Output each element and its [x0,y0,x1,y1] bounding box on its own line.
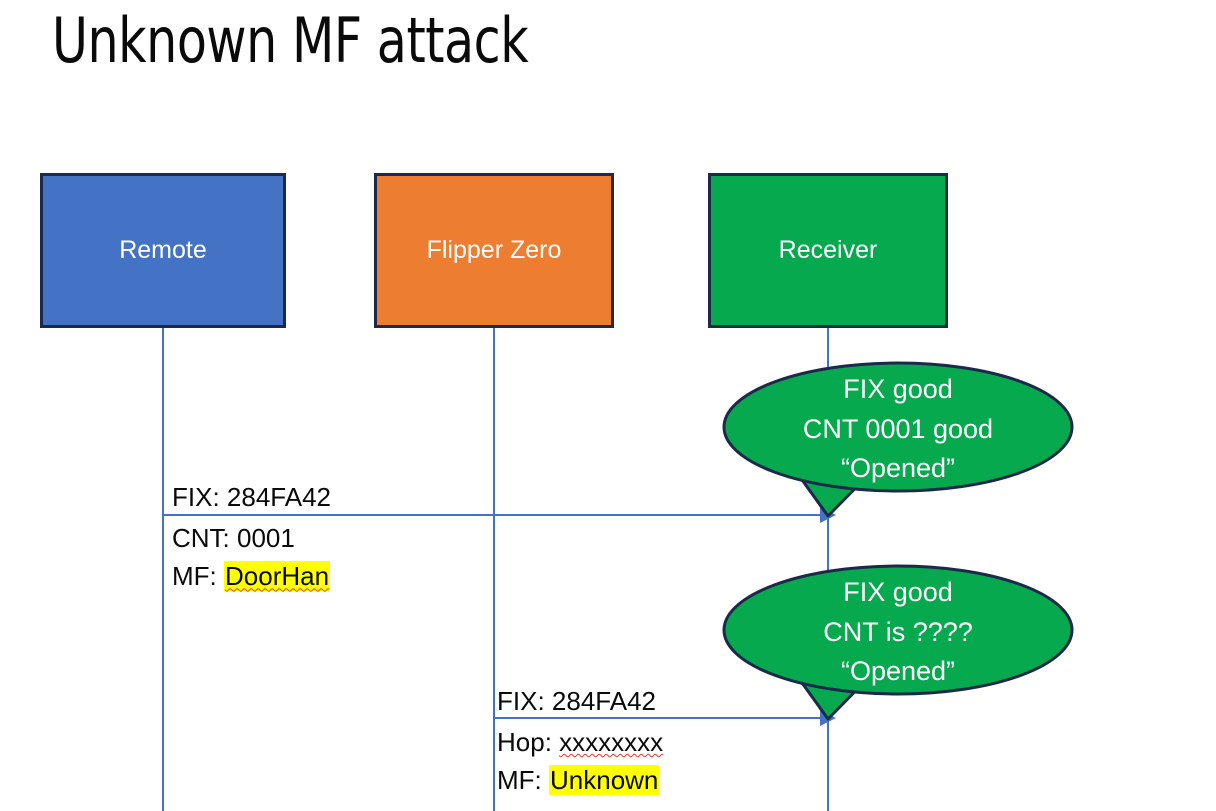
actor-label-flipper: Flipper Zero [426,235,562,264]
callout-1-line-1: FIX good [843,374,953,404]
actor-box-receiver[interactable]: Receiver [708,173,948,328]
callout-1-text: FIX good CNT 0001 good “Opened” [724,370,1072,489]
message-2-hop-value: xxxxxxxx [559,727,664,757]
callout-ellipse-2 [722,564,1074,696]
message-2-mf-value: Unknown [549,765,660,796]
message-1-fix-line: FIX: 284FA42 [172,482,331,512]
message-2-label-below: Hop: xxxxxxxx MF: Unknown [497,723,663,800]
page-title: Unknown MF attack [52,4,529,77]
callout-bubble-1 [722,361,1074,518]
message-1-label-below: CNT: 0001 MF: DoorHan [172,519,331,596]
actor-box-flipper[interactable]: Flipper Zero [374,173,614,328]
message-1-cnt-line: CNT: 0001 [172,523,295,553]
actor-label-remote: Remote [119,235,207,264]
callout-1-line-3: “Opened” [840,453,956,484]
message-2-mf-prefix: MF: [497,765,549,796]
callout-2-line-2: CNT is ???? [823,616,973,647]
callout-2-line-1: FIX good [843,577,953,607]
actor-label-receiver: Receiver [778,235,878,264]
message-2-label-above: FIX: 284FA42 [497,682,656,720]
message-2-fix-line: FIX: 284FA42 [497,686,656,716]
callout-2-line-3: “Opened” [840,656,956,687]
callout-2-text: FIX good CNT is ???? “Opened” [724,573,1072,692]
message-2-hop-line: Hop: xxxxxxxx [497,723,663,761]
message-1-mf-prefix: MF: [172,561,224,592]
message-1-mf-value: DoorHan [224,561,331,592]
actor-box-remote[interactable]: Remote [40,173,286,328]
callout-bubble-2 [722,564,1074,721]
message-2-mf-line: MF: Unknown [497,761,663,799]
message-2-hop-prefix: Hop: [497,727,560,757]
callout-ellipse-1 [722,361,1074,493]
message-1-label-above: FIX: 284FA42 [172,478,331,516]
message-1-mf-line: MF: DoorHan [172,557,331,595]
callout-1-line-2: CNT 0001 good [802,413,994,444]
